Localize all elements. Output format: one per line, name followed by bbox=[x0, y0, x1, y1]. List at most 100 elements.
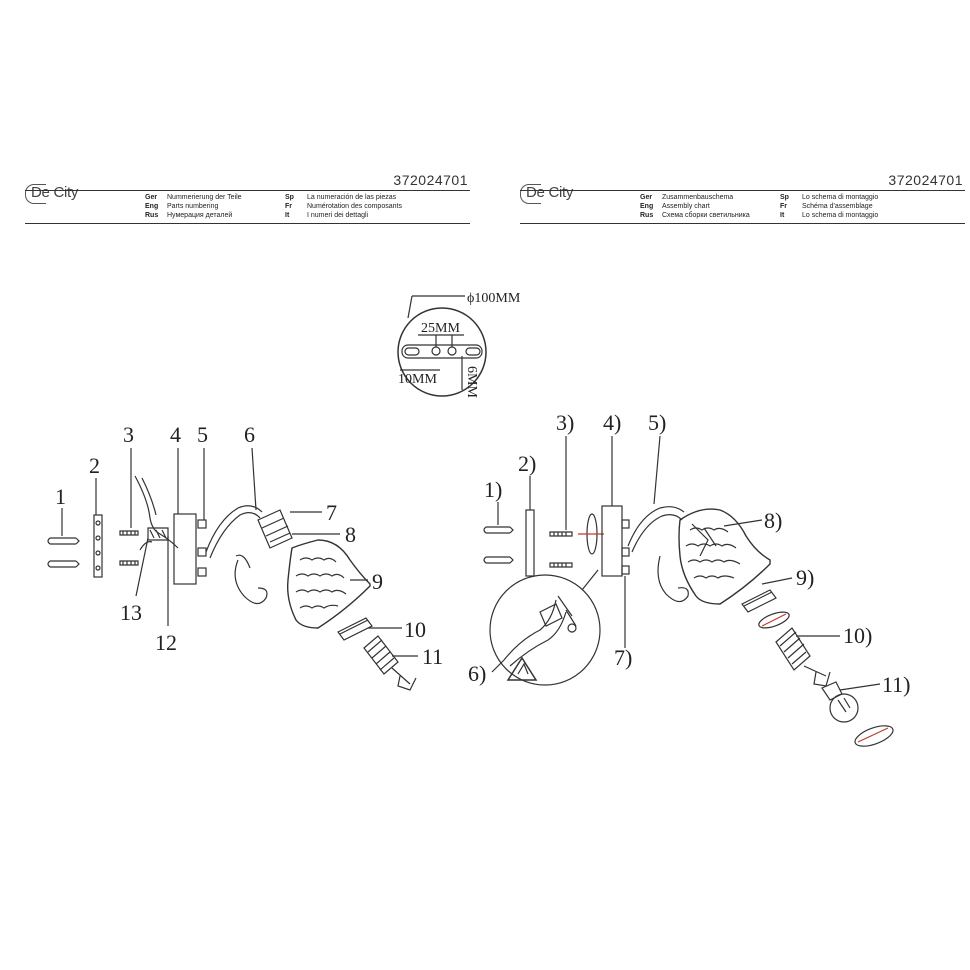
lang-text: Нумерация деталей bbox=[167, 212, 233, 219]
shade-ring bbox=[337, 617, 373, 641]
part-label-10: 10 bbox=[404, 617, 426, 642]
lang-text: La numeración de las piezas bbox=[307, 194, 397, 201]
diameter-leader bbox=[407, 295, 413, 319]
cover-indicator bbox=[857, 727, 889, 743]
part-label-11: 11) bbox=[882, 672, 911, 697]
logo-mark bbox=[520, 184, 541, 204]
canopy-base bbox=[601, 505, 623, 577]
header-rule-top bbox=[25, 190, 470, 191]
part-label-3: 3 bbox=[123, 422, 134, 447]
header-rule-bottom bbox=[25, 223, 470, 224]
glass-ring bbox=[758, 611, 790, 629]
lang-code: Fr bbox=[285, 203, 292, 210]
logo-mark bbox=[25, 184, 46, 204]
part-label-3: 3) bbox=[556, 410, 574, 435]
part-label-5: 5) bbox=[648, 410, 666, 435]
mounting-screw bbox=[119, 530, 139, 566]
slot-length-label: 10MM bbox=[398, 372, 437, 387]
bulb-holder bbox=[363, 635, 417, 691]
part-label-2: 2 bbox=[89, 453, 100, 478]
part-label-10: 10) bbox=[843, 623, 872, 648]
part-label-7: 7) bbox=[614, 645, 632, 670]
header-rule-bottom bbox=[520, 223, 965, 224]
socket-holder bbox=[257, 509, 293, 549]
mounting-plate-detail: ϕ100MM 25MM 10MM 6MM bbox=[397, 291, 521, 398]
wiring-detail bbox=[489, 569, 601, 686]
wall-anchor bbox=[47, 537, 80, 568]
lang-code: Ger bbox=[640, 194, 653, 201]
glass-shade bbox=[678, 508, 771, 605]
lang-code: Eng bbox=[640, 203, 654, 210]
part-label-11: 11 bbox=[422, 644, 443, 669]
lamp-arm bbox=[627, 506, 689, 603]
logo-text: De City bbox=[31, 184, 79, 201]
terminal-block bbox=[134, 475, 179, 551]
lang-code: Rus bbox=[640, 212, 654, 219]
lang-text: Lo schema di montaggio bbox=[802, 212, 879, 219]
part-label-1: 1 bbox=[55, 484, 66, 509]
mounting-bar bbox=[525, 509, 535, 577]
plate-hole bbox=[431, 346, 441, 356]
product-code: 372024701 bbox=[888, 172, 963, 188]
mounting-screw bbox=[549, 531, 573, 568]
part-label-7: 7 bbox=[326, 500, 337, 525]
light-bulb bbox=[821, 681, 859, 723]
mounting-plate-strip bbox=[401, 344, 483, 359]
plate-slot bbox=[465, 347, 481, 356]
header-line: Eng Assembly chart Fr Schéma d'assemblage bbox=[640, 202, 960, 211]
slot-width-label: 6MM bbox=[464, 366, 479, 398]
leader-lines bbox=[61, 447, 418, 657]
product-code: 372024701 bbox=[393, 172, 468, 188]
bulb-holder bbox=[775, 627, 831, 687]
lang-text: I numeri dei dettagli bbox=[307, 212, 369, 219]
plate-hole bbox=[447, 346, 457, 356]
lang-text: Схема сборки светильника bbox=[662, 212, 750, 219]
part-label-12: 12 bbox=[155, 630, 177, 655]
lang-code: Ger bbox=[145, 194, 158, 201]
lang-code: Fr bbox=[780, 203, 787, 210]
lang-code: Eng bbox=[145, 203, 159, 210]
part-label-6: 6 bbox=[244, 422, 255, 447]
mounting-plate-circle bbox=[397, 307, 487, 397]
part-label-4: 4) bbox=[603, 410, 621, 435]
header-rule-top bbox=[520, 190, 965, 191]
canopy-base bbox=[173, 513, 197, 585]
lang-text: Lo schema di montaggio bbox=[802, 194, 879, 201]
base-nuts bbox=[621, 519, 630, 575]
diameter-label: ϕ100MM bbox=[467, 291, 521, 306]
part-label-4: 4 bbox=[170, 422, 181, 447]
right-assembly-view: 1) 2) 3) 4) 5) 6) 7) 8) 9) 10) 11) bbox=[468, 410, 911, 747]
lang-text: Assembly chart bbox=[662, 203, 710, 210]
left-exploded-view: 1 2 3 4 5 6 7 8 9 10 11 12 13 bbox=[47, 422, 443, 691]
lang-code: Rus bbox=[145, 212, 159, 219]
part-label-9: 9 bbox=[372, 569, 383, 594]
lang-text: Parts numbering bbox=[167, 203, 219, 210]
base-nuts bbox=[197, 519, 207, 577]
wall-anchor bbox=[483, 526, 514, 564]
ring-indicator bbox=[761, 613, 787, 627]
leader-lines bbox=[491, 435, 881, 691]
part-label-1: 1) bbox=[484, 477, 502, 502]
brand-logo: De City bbox=[25, 182, 115, 206]
part-label-6: 6) bbox=[468, 661, 486, 686]
plate-slot bbox=[404, 347, 420, 356]
part-label-8: 8) bbox=[764, 508, 782, 533]
part-label-13: 13 bbox=[120, 600, 142, 625]
header-line: Rus Нумерация деталей It I numeri dei dett… bbox=[145, 211, 465, 220]
part-label-2: 2) bbox=[518, 451, 536, 476]
shade-ring bbox=[741, 589, 777, 613]
spacing-label: 25MM bbox=[421, 321, 460, 336]
glass-shade bbox=[286, 539, 371, 629]
lang-text: Schéma d'assemblage bbox=[802, 203, 873, 210]
mounting-bar-holes bbox=[95, 520, 101, 571]
lang-code: It bbox=[285, 212, 290, 219]
